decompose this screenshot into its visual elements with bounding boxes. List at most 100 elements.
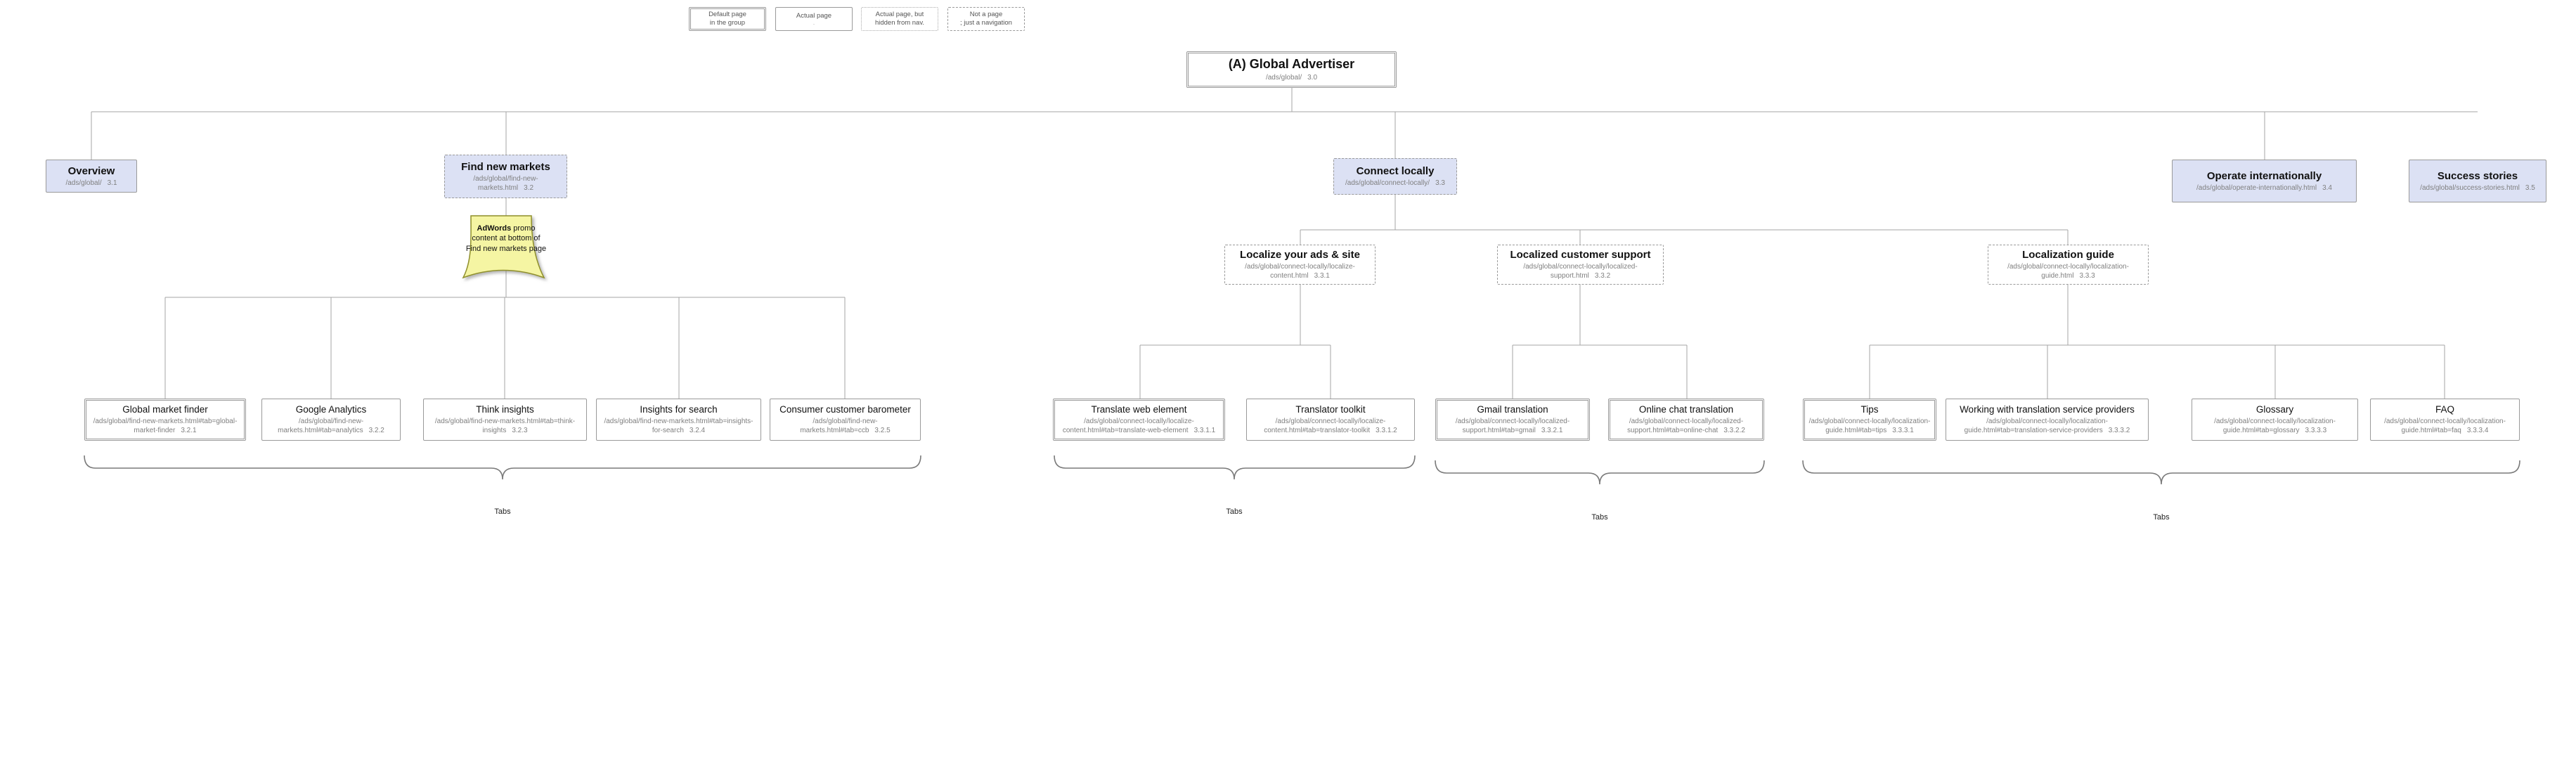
node-title: Localized customer support <box>1510 249 1651 261</box>
node-global-advertiser[interactable]: (A) Global Advertiser /ads/global/3.0 <box>1186 51 1397 88</box>
node-title: Find new markets <box>461 160 550 173</box>
node-url: /ads/global/connect-locally/localization… <box>2214 417 2336 434</box>
node-glossary[interactable]: Glossary /ads/global/connect-locally/loc… <box>2192 399 2358 441</box>
node-title: Localize your ads & site <box>1240 249 1360 261</box>
node-title: Google Analytics <box>295 404 367 415</box>
node-number: 3.3.3 <box>2079 272 2095 280</box>
legend-default-page: Default page in the group <box>689 7 766 31</box>
node-url: /ads/global/find-new-markets.html#tab=an… <box>278 417 364 434</box>
legend-sublabel: . <box>813 19 815 26</box>
node-title: Connect locally <box>1356 165 1435 177</box>
node-google-analytics[interactable]: Google Analytics /ads/global/find-new-ma… <box>261 399 401 441</box>
node-global-market-finder[interactable]: Global market finder /ads/global/find-ne… <box>84 399 246 441</box>
legend-label: Not a page ; just a navigation <box>960 11 1012 27</box>
node-working-with-translation-service-providers[interactable]: Working with translation service provide… <box>1946 399 2149 441</box>
node-online-chat-translation[interactable]: Online chat translation /ads/global/conn… <box>1608 399 1764 441</box>
legend-nav-only: Not a page ; just a navigation <box>947 7 1025 31</box>
tabs-group-label: Tabs <box>1591 513 1608 522</box>
tabs-brace <box>84 455 2520 485</box>
node-url: /ads/global/connect-locally/localize-con… <box>1062 417 1194 434</box>
node-number: 3.2 <box>524 183 534 192</box>
node-number: 3.2.5 <box>874 426 891 434</box>
node-find-new-markets[interactable]: Find new markets /ads/global/find-new-ma… <box>444 155 567 198</box>
node-url: /ads/global/ <box>65 179 102 187</box>
node-url: /ads/global/connect-locally/localized-su… <box>1523 263 1638 280</box>
node-title: Insights for search <box>640 404 718 415</box>
node-url: /ads/global/find-new-markets.html <box>473 174 538 192</box>
node-url: /ads/global/ <box>1265 73 1302 82</box>
legend-actual-page: Actual page . <box>775 7 853 31</box>
node-url: /ads/global/connect-locally/localized-su… <box>1455 417 1570 434</box>
note-text-rest: promo content at bottom of Find new mark… <box>465 224 547 253</box>
node-number: 3.5 <box>2525 183 2535 192</box>
node-localize-ads-site[interactable]: Localize your ads & site /ads/global/con… <box>1224 245 1376 285</box>
node-number: 3.3 <box>1435 179 1445 187</box>
node-faq[interactable]: FAQ /ads/global/connect-locally/localiza… <box>2370 399 2520 441</box>
node-insights-for-search[interactable]: Insights for search /ads/global/find-new… <box>596 399 761 441</box>
node-url: /ads/global/find-new-markets.html#tab=th… <box>434 417 576 434</box>
node-number: 3.3.2 <box>1594 272 1611 280</box>
node-title: Working with translation service provide… <box>1960 404 2135 415</box>
node-title: Online chat translation <box>1638 404 1734 415</box>
node-url: /ads/global/connect-locally/localization… <box>1808 417 1931 434</box>
legend-hidden-page: Actual page, but hidden from nav. <box>861 7 938 31</box>
node-url: /ads/global/connect-locally/localization… <box>1964 417 2108 434</box>
node-number: 3.2.2 <box>368 426 384 434</box>
legend-label: Actual page, but hidden from nav. <box>874 11 925 27</box>
node-url: /ads/global/operate-internationally.html <box>2196 183 2317 192</box>
tabs-group-label: Tabs <box>1226 507 1243 516</box>
node-title: Global market finder <box>122 404 208 415</box>
node-tips[interactable]: Tips /ads/global/connect-locally/localiz… <box>1803 399 1936 441</box>
node-url: /ads/global/find-new-markets.html#tab=cc… <box>800 417 878 434</box>
node-url: /ads/global/connect-locally/localization… <box>2384 417 2506 434</box>
node-number: 3.3.1.1 <box>1193 426 1216 434</box>
node-title: Think insights <box>476 404 534 415</box>
legend-label: Default page in the group <box>708 11 746 27</box>
node-url: /ads/global/find-new-markets.html#tab=in… <box>604 417 753 434</box>
node-number: 3.4 <box>2322 183 2332 192</box>
node-title: Consumer customer barometer <box>779 404 911 415</box>
node-url: /ads/global/connect-locally/localize-con… <box>1245 263 1355 280</box>
node-operate-internationally[interactable]: Operate internationally /ads/global/oper… <box>2172 160 2357 202</box>
node-overview[interactable]: Overview /ads/global/3.1 <box>46 160 137 193</box>
node-number: 3.3.2.1 <box>1541 426 1563 434</box>
node-title: Localization guide <box>2022 249 2114 261</box>
node-consumer-customer-barometer[interactable]: Consumer customer barometer /ads/global/… <box>770 399 921 441</box>
node-number: 3.3.3.2 <box>2108 426 2130 434</box>
sticky-note-shape <box>462 215 545 279</box>
node-think-insights[interactable]: Think insights /ads/global/find-new-mark… <box>423 399 587 441</box>
node-number: 3.3.3.3 <box>2305 426 2327 434</box>
note-bold-text: AdWords <box>477 224 512 233</box>
node-number: 3.3.3.1 <box>1892 426 1914 434</box>
node-translate-web-element[interactable]: Translate web element /ads/global/connec… <box>1053 399 1225 441</box>
node-number: 3.3.1 <box>1314 272 1330 280</box>
node-title: Tips <box>1860 404 1879 415</box>
node-title: Success stories <box>2437 169 2518 182</box>
node-url: /ads/global/connect-locally/localized-su… <box>1627 417 1744 434</box>
node-translator-toolkit[interactable]: Translator toolkit /ads/global/connect-l… <box>1246 399 1415 441</box>
tabs-group-label: Tabs <box>494 507 511 516</box>
node-localization-guide[interactable]: Localization guide /ads/global/connect-l… <box>1988 245 2149 285</box>
node-title: Gmail translation <box>1477 404 1548 415</box>
legend-label: Actual page <box>796 12 832 20</box>
node-gmail-translation[interactable]: Gmail translation /ads/global/connect-lo… <box>1435 399 1590 441</box>
node-title: FAQ <box>2435 404 2454 415</box>
node-title: Overview <box>67 164 115 177</box>
node-connect-locally[interactable]: Connect locally /ads/global/connect-loca… <box>1333 158 1457 195</box>
node-number: 3.2.1 <box>181 426 197 434</box>
node-number: 3.3.1.2 <box>1376 426 1397 434</box>
node-number: 3.1 <box>107 179 117 187</box>
node-url: /ads/global/connect-locally/ <box>1345 179 1430 187</box>
node-number: 3.2.4 <box>689 426 706 434</box>
node-title: (A) Global Advertiser <box>1228 57 1355 72</box>
node-success-stories[interactable]: Success stories /ads/global/success-stor… <box>2409 160 2546 202</box>
node-localized-customer-support[interactable]: Localized customer support /ads/global/c… <box>1497 245 1664 285</box>
node-title: Translator toolkit <box>1295 404 1366 415</box>
tabs-group-label: Tabs <box>2153 513 2170 522</box>
node-url: /ads/global/connect-locally/localization… <box>2007 263 2129 280</box>
sticky-note[interactable]: AdWords promo content at bottom of Find … <box>465 224 547 254</box>
node-number: 3.3.3.4 <box>2466 426 2489 434</box>
node-url: /ads/global/connect-locally/localize-con… <box>1264 417 1386 434</box>
